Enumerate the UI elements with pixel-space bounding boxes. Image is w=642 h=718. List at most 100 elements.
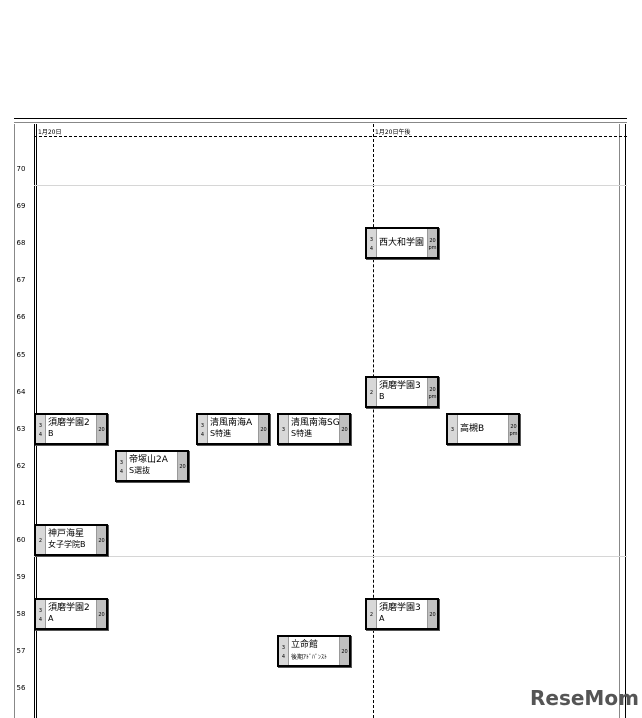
box-school-name: 立命館 [291,640,319,651]
box-right-cell: 20 [177,451,187,480]
right-border-outer [625,124,626,718]
box-exam-type: S特進 [210,428,232,438]
box-right-pm: pm [428,245,437,252]
box-right-cell: 20 [258,414,268,443]
box-exam-type: A [48,614,54,624]
grid-line-70 [34,185,627,186]
tick-label-64: 64 [16,387,26,396]
box-right-number: 20 [429,612,436,619]
tick-label-62: 62 [16,461,26,470]
box-school-name: 須磨学園3 [379,603,421,614]
box-right-cell: 20 [96,414,106,443]
box-exam-type: B [379,391,385,401]
box-right-cell: 20 [339,414,349,443]
box-right-number: 20 [510,423,517,430]
box-right-cell: 20 [96,526,106,554]
box-left-cell: 2 [36,526,46,554]
box-right-number: 20 [341,649,348,656]
header-col2: 1月20日午後 [375,129,411,136]
top-frame [14,118,627,123]
tick-label-60: 60 [16,536,26,544]
box-left-number: 4 [119,468,124,475]
box-left-number: 3 [281,426,286,433]
tick-label-63: 63 [16,424,26,433]
tick-label-61: 61 [16,498,26,507]
resemom-logo: ReseMom [530,686,639,710]
tick-label-59: 59 [16,573,26,582]
box-school-name: 高槻B [460,423,485,434]
tick-label-69: 69 [16,202,26,211]
box-left-cell: 3 [448,414,458,443]
left-border [14,124,15,718]
box-left-number: 3 [281,645,286,652]
box-exam-type: A [379,614,385,624]
box-school-name: 西大和学園 [379,238,425,249]
box-right-cell: 20 [339,637,349,666]
box-right-pm: pm [428,393,437,400]
tick-label-65: 65 [16,350,26,359]
box-left-cell: 3 [279,414,289,443]
box-school-name: 須磨学園3 [379,380,421,391]
box-left-cell: 2 [367,377,377,406]
box-left-number: 2 [369,389,374,396]
box-right-number: 20 [98,612,105,619]
tick-label-66: 66 [16,313,26,322]
box-left-number: 3 [119,459,124,466]
box-school-name: 清風南海A [210,417,253,428]
tick-label-68: 68 [16,239,26,248]
box-left-number: 4 [200,431,205,438]
box-left-number: 2 [369,612,374,619]
box-exam-type: S特進 [291,428,313,438]
box-left-number: 2 [38,538,43,544]
box-left-cell: 2 [367,600,377,629]
box-left-number: 3 [200,422,205,429]
right-border [619,124,620,718]
box-left-number: 3 [369,237,374,244]
tick-label-57: 57 [16,647,26,656]
box-right-number: 20 [341,426,348,433]
header-divider [34,136,627,137]
box-left-number: 4 [281,654,286,661]
tick-label-56: 56 [16,684,26,693]
box-right-number: 20 [179,463,186,470]
box-right-number: 20 [429,238,436,245]
box-exam-type: 女子学院B [48,540,86,549]
box-exam-type: 後期ｱﾄﾞﾊﾞﾝｽﾄ [291,654,328,662]
tick-label-58: 58 [16,610,26,619]
box-right-cell: 20 [96,600,106,629]
box-right-number: 20 [98,426,105,433]
box-school-name: 帝塚山2A [129,454,168,465]
box-right-number: 20 [260,426,267,433]
tick-label-70: 70 [16,165,26,173]
box-school-name: 須磨学園2 [48,417,90,428]
box-exam-type: B [48,428,54,438]
column-divider [373,124,374,718]
box-school-name: 須磨学園2 [48,603,90,614]
box-left-number: 3 [450,426,455,433]
box-school-name: 清風南海SG [291,417,340,428]
box-left-number: 3 [38,422,43,429]
box-left-number: 4 [369,246,374,253]
box-right-number: 20 [429,386,436,393]
box-right-cell: 20 [427,600,437,629]
box-exam-type: S選抜 [129,465,151,475]
